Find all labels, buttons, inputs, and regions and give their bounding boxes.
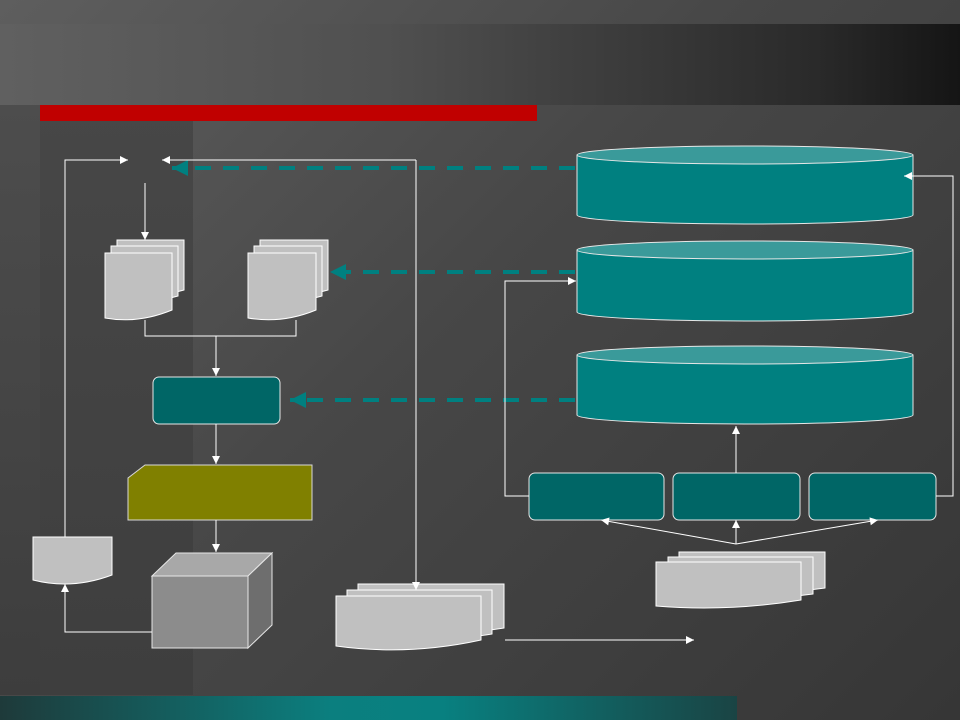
document-stack-left bbox=[104, 239, 185, 321]
database-bottom bbox=[576, 345, 914, 425]
left-strip bbox=[0, 105, 40, 695]
connector-loop-left bbox=[64, 156, 128, 537]
process-box-left bbox=[528, 472, 665, 521]
connector-to-database-top bbox=[904, 172, 954, 497]
database-middle bbox=[576, 240, 914, 322]
database-top bbox=[576, 145, 914, 225]
process-box-center bbox=[672, 472, 801, 521]
accent-bar bbox=[40, 105, 537, 121]
footer-band bbox=[0, 696, 737, 720]
connector-to-database-middle bbox=[504, 277, 576, 497]
process-box-transform bbox=[152, 376, 281, 425]
single-document bbox=[32, 536, 113, 585]
olive-card bbox=[127, 464, 313, 521]
document-stack-wide bbox=[335, 583, 505, 651]
process-box-right bbox=[808, 472, 937, 521]
storage-cube bbox=[150, 551, 274, 650]
connector-source-to-box-left bbox=[600, 517, 737, 545]
connector-cube-to-document bbox=[61, 584, 152, 633]
document-stack-source bbox=[655, 551, 826, 609]
title-band bbox=[0, 24, 960, 105]
connector-merge-docs bbox=[144, 320, 297, 337]
connector-source-to-box-right bbox=[735, 517, 879, 545]
document-stack-right bbox=[247, 239, 329, 321]
